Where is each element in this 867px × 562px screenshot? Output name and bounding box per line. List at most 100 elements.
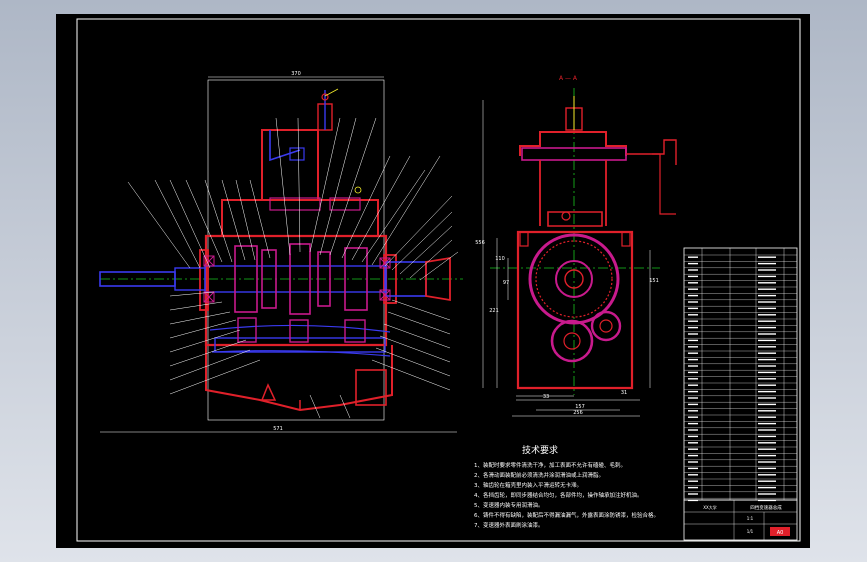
tech-item: 7、变速器外表面刷涂油漆。 — [474, 521, 544, 529]
dim-110: 110 — [495, 256, 505, 262]
bom-cell-mark — [688, 454, 698, 457]
bom-cell-mark — [688, 397, 698, 399]
bom-cell-mark — [688, 403, 698, 406]
bom-cell-mark — [758, 442, 776, 444]
bom-cell-mark — [758, 480, 776, 482]
bom-cell-mark — [758, 422, 776, 425]
side-section-view: A — A — [475, 75, 677, 417]
bom-cell-mark — [688, 480, 698, 482]
dim-31: 31 — [621, 390, 627, 396]
bom-cell-mark — [758, 269, 776, 271]
bom-cell-mark — [758, 397, 776, 399]
title-school: XX大学 — [703, 504, 716, 510]
bom-cell-mark — [688, 461, 698, 463]
leader-lines — [127, 117, 459, 419]
bom-cell-mark — [758, 384, 776, 386]
bom-cell-mark — [758, 486, 776, 489]
bom-cell-mark — [688, 448, 698, 450]
bom-cell-mark — [758, 493, 776, 495]
tech-item: 3、轴齿轮在箱壳里内装入平滑运转无卡滞。 — [474, 481, 582, 489]
bom-cell-mark — [758, 346, 776, 348]
side-reverse-gear — [590, 310, 622, 342]
side-housing — [516, 230, 634, 390]
bom-cell-mark — [688, 275, 698, 278]
bom-cell-mark — [688, 320, 698, 322]
bom-cell-mark — [688, 301, 698, 303]
dim-33: 33 — [543, 394, 549, 400]
tech-item: 5、变速器内装专用润滑油。 — [474, 501, 544, 509]
bom-cell-mark — [758, 333, 776, 335]
bom-cell-mark — [688, 416, 698, 418]
bom-cell-mark — [688, 339, 698, 342]
tech-item: 2、各滑动面装配前必须清洗并涂润滑油或上润滑脂。 — [474, 471, 604, 479]
bom-cell-mark — [758, 454, 776, 457]
cad-drawing: 370 571 — [76, 18, 801, 542]
bom-cell-mark — [688, 326, 698, 329]
bom-cell-mark — [688, 307, 698, 310]
tech-title: 技术要求 — [522, 444, 558, 456]
side-counter-gear — [550, 319, 594, 363]
title-block: 四挡变速器总成 XX大学 1:1 1/1 A0 — [683, 499, 798, 541]
bom-cell-mark — [758, 352, 776, 354]
bom-cell-mark — [758, 378, 776, 380]
bom-cell-mark — [688, 499, 698, 502]
bom-cell-mark — [688, 467, 698, 470]
title-sheet: 1/1 — [747, 529, 754, 534]
bom-cell-mark — [688, 422, 698, 425]
side-main-gear — [528, 233, 620, 325]
bom-cell-mark — [688, 378, 698, 380]
bom-cell-mark — [758, 435, 776, 438]
bom-cell-mark — [758, 314, 776, 316]
bom-cell-mark — [758, 467, 776, 470]
drawing-border — [76, 18, 801, 542]
bom-cell-mark — [758, 358, 776, 361]
bom-cell-mark — [688, 442, 698, 444]
bom-cell-mark — [688, 256, 698, 258]
bom-cell-mark — [688, 429, 698, 431]
bom-cell-mark — [758, 262, 776, 265]
dim-center-width: 157 — [575, 404, 585, 410]
section-label: A — A — [559, 75, 578, 82]
bom-cell-mark — [758, 256, 776, 258]
bom-cell-mark — [758, 390, 776, 393]
bom-cell-mark — [758, 275, 776, 278]
bom-cell-mark — [688, 288, 698, 290]
bom-cell-mark — [758, 403, 776, 406]
drawing-sheet: 370 571 — [56, 14, 810, 548]
bom-cell-mark — [688, 314, 698, 316]
bom-cell-mark — [758, 294, 776, 297]
bom-cell-mark — [688, 358, 698, 361]
bom-cell-mark — [758, 410, 776, 412]
bom-cell-mark — [688, 371, 698, 374]
main-section-view: 370 571 — [99, 71, 463, 433]
bom-cell-mark — [688, 262, 698, 265]
bom-cell-mark — [758, 301, 776, 303]
bom-cell-mark — [758, 326, 776, 329]
bom-cell-mark — [688, 474, 698, 476]
dim-151: 151 — [649, 278, 659, 284]
bom-cell-mark — [688, 384, 698, 386]
bom-cell-mark — [688, 486, 698, 489]
dim-97: 97 — [503, 280, 509, 286]
bom-cell-mark — [758, 474, 776, 476]
dim-bottom-width: 256 — [573, 410, 583, 416]
output-flange — [425, 256, 451, 302]
main-housing — [204, 234, 388, 347]
bom-cell-mark — [758, 307, 776, 310]
dim-top-width: 370 — [291, 71, 301, 77]
dim-221: 221 — [489, 308, 499, 314]
bom-cell-mark — [758, 339, 776, 342]
tech-item: 4、各挡齿轮，即同步器结合均匀，各部件均，操作轴承加注好机油。 — [474, 491, 643, 499]
bom-cell-mark — [688, 346, 698, 348]
dim-side-height: 556 — [475, 240, 485, 246]
countershaft — [214, 337, 386, 353]
bom-cell-mark — [758, 448, 776, 450]
bom-cell-mark — [688, 410, 698, 412]
bom-cell-mark — [688, 282, 698, 284]
bom-cell-mark — [758, 499, 776, 502]
title-scale: 1:1 — [747, 516, 754, 521]
tech-item: 1、装配时要求零件清洗干净，加工表面不允许有磕碰、毛刺。 — [474, 461, 626, 469]
bom-cell-mark — [758, 429, 776, 431]
parts-list — [683, 247, 798, 502]
